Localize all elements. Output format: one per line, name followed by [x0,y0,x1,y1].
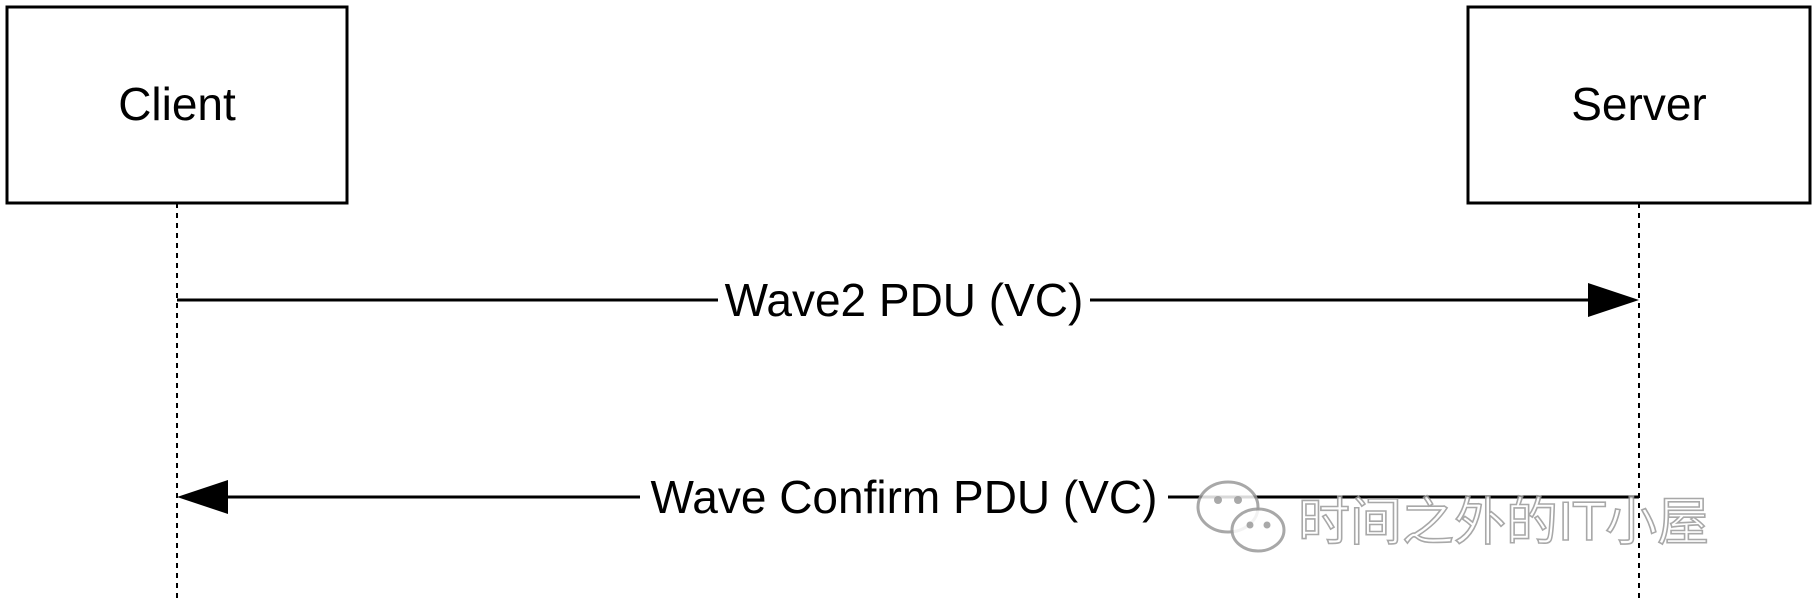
message-label: Wave Confirm PDU (VC) [651,471,1158,523]
server-label: Server [1571,78,1706,130]
arrowhead-right-icon [1588,283,1639,317]
watermark-text: 时间之外的IT小屋 [1298,493,1709,553]
message-label-bg [718,270,1090,330]
message-wave-confirm-pdu: Wave Confirm PDU (VC) [177,467,1639,527]
client-label: Client [118,78,236,130]
watermark: 时间之外的IT小屋 [1196,480,1710,554]
arrowhead-left-icon [177,480,228,514]
server-box [1466,5,1812,205]
participant-server: Server [1466,5,1812,205]
wechat-icon [1196,480,1286,553]
message-label: Wave2 PDU (VC) [725,274,1084,326]
message-wave2-pdu: Wave2 PDU (VC) [177,270,1639,330]
message-label-bg [640,467,1168,527]
participant-client: Client [5,5,349,205]
client-box [5,5,349,205]
